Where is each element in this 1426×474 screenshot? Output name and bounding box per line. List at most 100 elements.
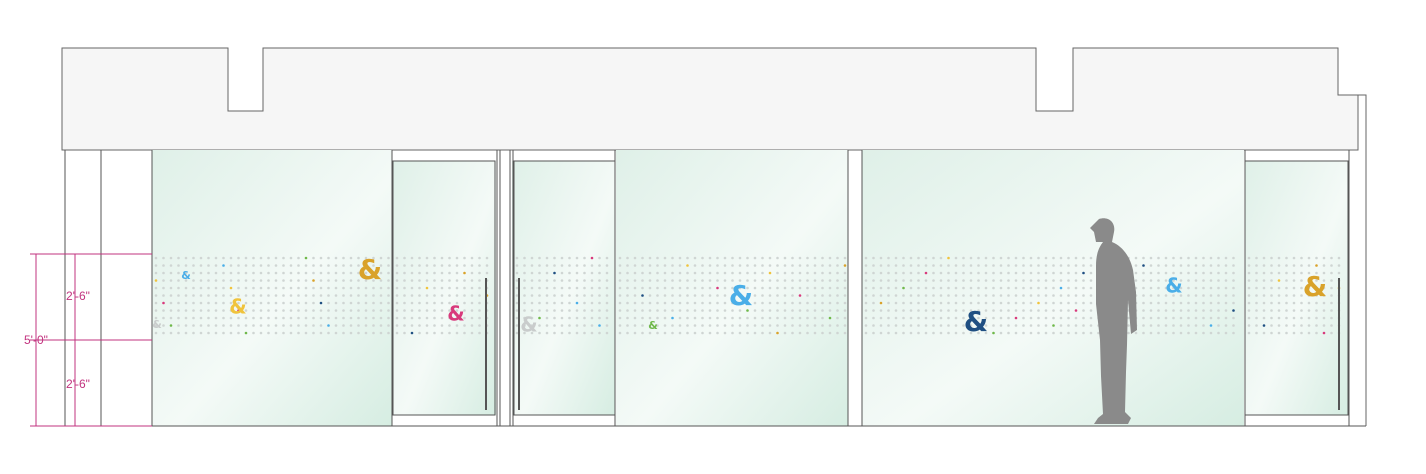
pattern-dot xyxy=(1022,271,1025,275)
pattern-dot xyxy=(1270,309,1273,312)
pattern-dot xyxy=(162,256,165,260)
pattern-dot xyxy=(999,309,1003,312)
pattern-dot xyxy=(828,271,832,275)
pattern-dot xyxy=(791,286,794,290)
pattern-dot xyxy=(1149,316,1153,320)
pattern-dot xyxy=(671,286,674,290)
pattern-dot xyxy=(162,324,165,327)
pattern-dot xyxy=(229,286,233,290)
pattern-dot xyxy=(418,301,421,305)
pattern-dot xyxy=(663,264,667,267)
dot-pattern-band xyxy=(154,256,1341,335)
pattern-dot xyxy=(626,309,629,312)
pattern-dot xyxy=(1247,286,1251,290)
pattern-dot xyxy=(1089,264,1093,267)
pattern-dot xyxy=(259,271,263,275)
pattern-dot xyxy=(836,309,839,312)
pattern-dot xyxy=(545,316,549,320)
pattern-dot xyxy=(1074,271,1078,275)
pattern-dot xyxy=(1037,301,1040,305)
pattern-dot xyxy=(962,256,965,260)
pattern-dot xyxy=(184,301,188,305)
pattern-dot xyxy=(738,331,742,335)
pattern-dot xyxy=(575,256,579,260)
pattern-dot xyxy=(289,294,293,297)
pattern-dot xyxy=(312,294,315,297)
pattern-dot xyxy=(319,264,323,267)
pattern-dot xyxy=(618,324,622,327)
pattern-dot xyxy=(723,309,727,312)
pattern-dot xyxy=(1202,256,1205,260)
pattern-dot xyxy=(478,301,481,305)
pattern-dot xyxy=(1187,264,1190,267)
pattern-dot xyxy=(199,309,203,312)
pattern-dot xyxy=(590,286,594,290)
pattern-dot xyxy=(162,316,165,320)
pattern-dot xyxy=(947,324,950,327)
pattern-dot xyxy=(327,301,330,305)
pattern-dot xyxy=(894,256,898,260)
pattern-dot xyxy=(791,264,794,267)
pattern-dot xyxy=(977,286,980,290)
pattern-dot xyxy=(723,331,727,335)
pattern-dot xyxy=(821,279,824,282)
pattern-dot xyxy=(199,316,203,320)
pattern-dot xyxy=(448,294,451,297)
pattern-dot xyxy=(1007,256,1010,260)
pattern-dot xyxy=(1322,256,1326,260)
pattern-dot xyxy=(731,301,734,305)
pattern-dot xyxy=(633,309,637,312)
pattern-dot xyxy=(1292,324,1296,327)
pattern-dot xyxy=(1277,279,1281,282)
pattern-dot xyxy=(1187,294,1190,297)
pattern-dot xyxy=(349,286,353,290)
pattern-dot xyxy=(1037,309,1040,312)
pattern-dot xyxy=(590,294,594,297)
pattern-dot xyxy=(686,324,689,327)
pattern-dot xyxy=(425,279,429,282)
pattern-dot xyxy=(1285,271,1288,275)
pattern-dot xyxy=(237,256,240,260)
pattern-dot xyxy=(939,294,943,297)
pattern-dot xyxy=(1037,279,1040,282)
pattern-dot xyxy=(648,331,652,335)
pattern-dot xyxy=(924,309,928,312)
pattern-dot xyxy=(304,256,308,260)
pattern-dot xyxy=(626,331,629,335)
pattern-dot xyxy=(648,316,652,320)
pattern-dot xyxy=(984,301,988,305)
pattern-dot xyxy=(1059,256,1063,260)
pattern-dot xyxy=(169,294,173,297)
pattern-dot xyxy=(663,271,667,275)
pattern-dot xyxy=(992,286,995,290)
pattern-dot xyxy=(887,301,890,305)
pattern-dot xyxy=(626,294,629,297)
pattern-dot xyxy=(1029,256,1033,260)
pattern-dot xyxy=(162,279,165,282)
pattern-dot xyxy=(783,256,787,260)
pattern-dot xyxy=(364,294,368,297)
pattern-dot xyxy=(708,331,712,335)
pattern-dot xyxy=(530,279,534,282)
pattern-dot xyxy=(357,279,360,282)
pattern-dot xyxy=(902,294,905,297)
pattern-dot xyxy=(455,286,459,290)
pattern-dot xyxy=(1292,286,1296,290)
pattern-dot xyxy=(1194,256,1198,260)
pattern-dot xyxy=(440,316,444,320)
pattern-dot xyxy=(214,309,218,312)
pattern-dot xyxy=(932,256,935,260)
pattern-dot xyxy=(199,294,203,297)
pattern-dot xyxy=(418,264,421,267)
pattern-dot xyxy=(924,271,928,275)
pattern-dot xyxy=(605,331,609,335)
pattern-dot xyxy=(433,324,436,327)
pattern-dot xyxy=(553,271,556,275)
pattern-dot xyxy=(648,264,652,267)
pattern-dot xyxy=(244,316,248,320)
pattern-dot xyxy=(909,256,913,260)
pattern-dot xyxy=(746,271,749,275)
pattern-dot xyxy=(671,279,674,282)
pattern-dot xyxy=(1232,271,1235,275)
pattern-dot xyxy=(1270,301,1273,305)
